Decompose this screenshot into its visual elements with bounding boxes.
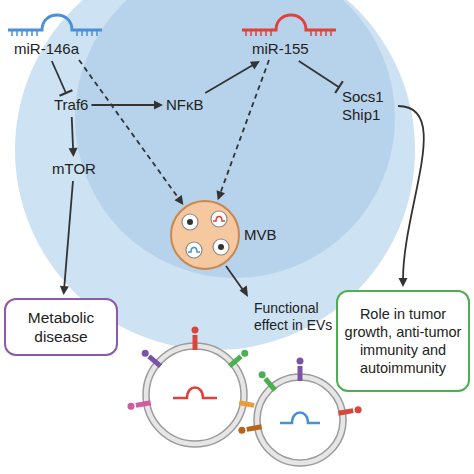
connector-line <box>398 106 424 280</box>
connector-line <box>205 65 254 93</box>
inhibition-connector <box>299 61 343 93</box>
arrow-head <box>174 195 183 205</box>
intraluminal-vesicle <box>213 239 229 255</box>
gene-label: NFκB <box>166 96 204 114</box>
mvb-body <box>171 201 239 269</box>
gene-label: Traf6 <box>54 96 88 114</box>
node-text: mTOR <box>52 160 96 178</box>
mirna-hairpin <box>173 388 217 399</box>
box-text: Role in tumor growth, anti-tumor immunit… <box>344 305 462 378</box>
node-text: NFκB <box>166 96 204 114</box>
ev-membrane <box>260 380 340 460</box>
node-text: MVB <box>244 226 277 243</box>
connector-line <box>64 181 73 288</box>
arrow-head <box>250 61 260 69</box>
membrane-protein <box>297 358 304 365</box>
arrow-head <box>60 286 69 295</box>
membrane-protein <box>239 403 254 406</box>
box-text: Metabolic disease <box>12 308 110 347</box>
intraluminal-vesicle <box>182 214 198 230</box>
membrane-protein <box>265 379 275 391</box>
intraluminal-vesicle <box>186 242 202 258</box>
mirna-hairpin <box>280 413 320 424</box>
membrane-protein <box>247 427 262 430</box>
inhibition-bar <box>335 81 343 93</box>
hairpin-ticks <box>12 30 97 36</box>
hairpin-ticks <box>246 30 331 36</box>
ev-membrane <box>143 343 247 447</box>
gene-label: mTOR <box>52 160 96 178</box>
activation-arrow <box>91 101 163 110</box>
activation-arrow <box>69 117 78 157</box>
mvb-outline <box>170 200 240 270</box>
vesicle-cargo <box>218 244 224 250</box>
outcome-box: Metabolic disease <box>4 298 118 356</box>
mirna-hairpin <box>188 248 200 253</box>
ev-membrane <box>149 349 241 441</box>
connector-line <box>79 60 179 199</box>
membrane-protein <box>193 335 198 350</box>
membrane-protein <box>238 427 245 434</box>
node-text: miR-155 <box>252 40 309 58</box>
mirna-label: miR-146a <box>14 40 79 58</box>
cell-nucleus <box>75 0 395 278</box>
arrow-head <box>240 285 249 297</box>
arrow-head <box>217 190 225 200</box>
membrane-protein <box>230 356 242 366</box>
release-arrow <box>226 266 243 290</box>
connector-line <box>72 117 73 150</box>
connector-line <box>299 61 339 87</box>
membrane-protein <box>149 356 161 366</box>
ev-membrane <box>254 374 346 466</box>
membrane-protein <box>338 411 353 414</box>
curved-arrow <box>398 106 424 287</box>
membrane-protein <box>136 403 151 406</box>
mvb-circle: MVB <box>170 200 240 270</box>
mvb-outline <box>171 201 239 269</box>
activation-arrow <box>205 61 260 93</box>
node-text: miR-146a <box>14 40 79 58</box>
intraluminal-vesicle <box>211 211 227 227</box>
node-text: Traf6 <box>54 96 88 114</box>
free-label: Functional effect in EVs <box>254 300 338 334</box>
mirna-label: miR-155 <box>252 40 309 58</box>
mirna-hairpin <box>8 15 102 30</box>
arrow-head <box>154 101 163 110</box>
membrane-protein <box>142 350 149 357</box>
connector-line <box>91 104 156 106</box>
node-text: Socs1 Ship1 <box>342 88 394 124</box>
membrane-protein <box>241 350 248 357</box>
inhibition-bar <box>60 90 73 96</box>
membrane-protein <box>128 403 135 410</box>
arrow-head <box>69 148 78 157</box>
inhibition-connector <box>52 61 73 96</box>
dashed-arrow <box>79 60 183 205</box>
gene-label: Socs1 Ship1 <box>342 88 394 124</box>
connector-line <box>52 61 66 93</box>
outcome-box: Role in tumor growth, anti-tumor immunit… <box>336 290 470 392</box>
activation-arrow <box>60 181 73 295</box>
membrane-protein <box>259 371 266 378</box>
connector-line <box>220 60 269 194</box>
mirna-hairpin <box>213 217 225 222</box>
dashed-arrow <box>217 60 269 200</box>
mirna-hairpin <box>242 15 336 30</box>
arrow-head <box>399 278 408 287</box>
membrane-protein <box>192 327 199 334</box>
vesicle-cargo <box>187 219 193 225</box>
membrane-protein <box>355 406 362 413</box>
membrane-protein <box>298 366 303 381</box>
